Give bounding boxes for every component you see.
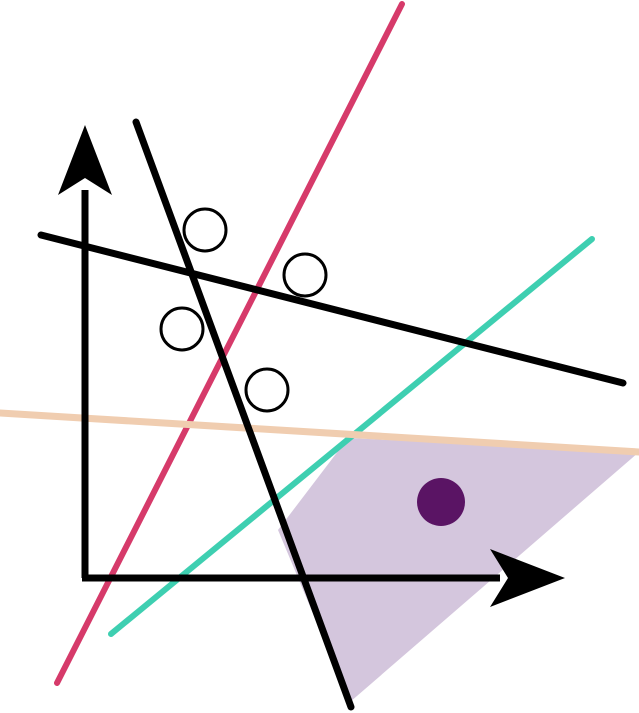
open-point (159, 306, 205, 352)
open-point (282, 252, 328, 298)
black-boundary-line-horizontal (37, 231, 627, 387)
pink-separating-line (54, 1, 405, 686)
peach-separating-line (0, 409, 639, 456)
y-axis-arrowhead-icon (58, 125, 112, 195)
x-axis-arrowhead-icon (490, 549, 565, 607)
filled-point (417, 478, 465, 526)
black-boundary-line-steep (132, 118, 355, 711)
open-point (244, 367, 290, 413)
axes (58, 125, 565, 607)
shaded-feasible-region (278, 438, 639, 702)
open-point (182, 207, 228, 253)
